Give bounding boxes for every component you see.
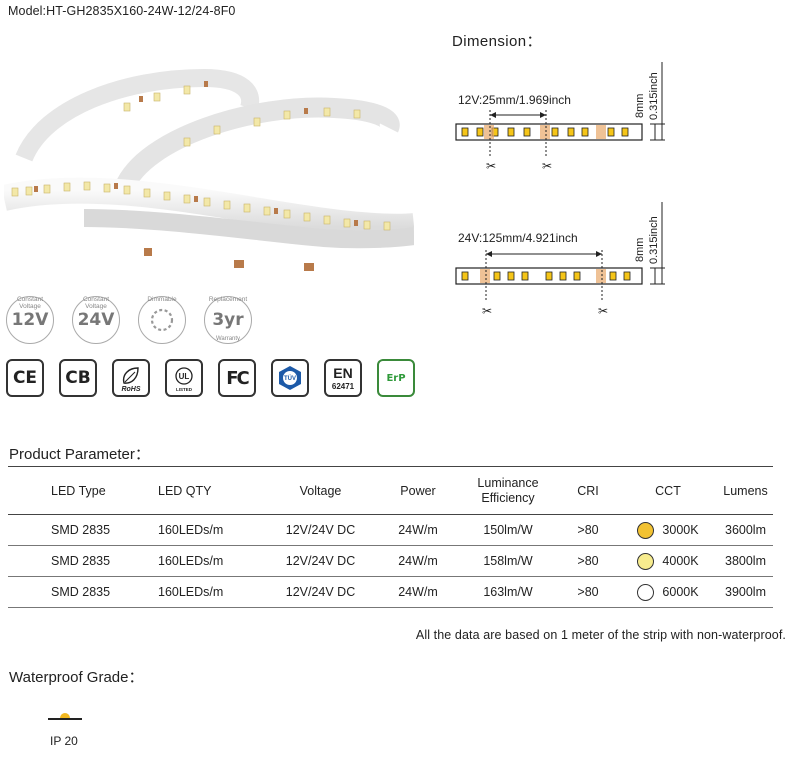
cell-led-qty: 160LEDs/m bbox=[158, 554, 224, 568]
width-inch-label: 0.315inch bbox=[648, 72, 660, 120]
badge-value: 24V bbox=[77, 310, 115, 330]
table-header-row: LED Type LED QTY Voltage Power Luminance… bbox=[8, 467, 773, 515]
header-lumens: Lumens bbox=[723, 483, 768, 498]
width-mm-label: 8mm bbox=[634, 94, 646, 118]
header-led-qty: LED QTY bbox=[158, 483, 212, 498]
cct-color-swatch bbox=[637, 552, 655, 570]
cell-efficiency: 163lm/W bbox=[483, 584, 533, 599]
badge-caption: Dimmable bbox=[147, 296, 177, 303]
cell-lumens: 3800lm bbox=[725, 554, 766, 568]
cell-led-qty: 160LEDs/m bbox=[158, 585, 224, 599]
parameter-table: LED Type LED QTY Voltage Power Luminance… bbox=[8, 467, 773, 608]
dimension-12v-drawing: 12V:25mm/1.969inch ✂ ✂ 8mm 0.315inch bbox=[455, 62, 665, 173]
cct-color-swatch bbox=[637, 583, 655, 601]
header-luminance-efficiency: Luminance Efficiency bbox=[458, 476, 558, 506]
cell-voltage: 12V/24V DC bbox=[285, 585, 356, 599]
warranty-badge: Replacement 3yr Warranty bbox=[204, 296, 252, 344]
en-62471-cert-icon: EN 62471 bbox=[324, 359, 362, 397]
ip-rating-label: IP 20 bbox=[50, 734, 78, 748]
badge-caption: Constant Voltage bbox=[82, 296, 110, 310]
dimmable-badge: Dimmable bbox=[138, 296, 186, 344]
header-led-type: LED Type bbox=[51, 483, 106, 498]
cell-cri: >80 bbox=[577, 554, 599, 568]
table-top-rule bbox=[8, 466, 773, 467]
product-parameter-title: Product Parameter： bbox=[9, 446, 150, 463]
cell-cct: 3000K bbox=[618, 521, 718, 539]
cct-value: 6000K bbox=[662, 585, 699, 599]
width-mm-label: 8mm bbox=[634, 238, 646, 262]
header-cct: CCT bbox=[655, 483, 681, 498]
cell-cri: >80 bbox=[577, 585, 599, 599]
cell-cct: 6000K bbox=[618, 583, 718, 601]
cell-led-type: SMD 2835 bbox=[51, 554, 111, 568]
data-footnote: All the data are based on 1 meter of the… bbox=[415, 628, 786, 642]
header-luminance-line1: Luminance bbox=[477, 475, 539, 490]
cell-cri: >80 bbox=[577, 523, 599, 537]
cell-voltage: 12V/24V DC bbox=[285, 523, 356, 537]
cct-value: 3000K bbox=[662, 523, 699, 537]
svg-text:RoHS: RoHS bbox=[121, 386, 140, 393]
waterproof-title: Waterproof Grade： bbox=[9, 669, 144, 686]
cct-value: 4000K bbox=[662, 554, 699, 568]
dimmer-dial-icon bbox=[150, 308, 174, 332]
cell-lumens: 3900lm bbox=[725, 585, 766, 599]
header-power: Power bbox=[400, 483, 436, 498]
svg-text:UL: UL bbox=[179, 372, 190, 381]
cell-power: 24W/m bbox=[398, 585, 438, 599]
constant-voltage-24v-badge: Constant Voltage 24V bbox=[72, 296, 120, 344]
cb-cert-icon: CB bbox=[59, 359, 97, 397]
table-row: SMD 2835 160LEDs/m 12V/24V DC 24W/m 150l… bbox=[8, 515, 773, 546]
badge-value: 12V bbox=[11, 310, 49, 330]
cell-power: 24W/m bbox=[398, 554, 438, 568]
dimension-24v-drawing: 24V:125mm/4.921inch ✂ ✂ 8mm 0.315inch bbox=[455, 202, 665, 318]
cct-color-swatch bbox=[637, 521, 655, 539]
table-row: SMD 2835 160LEDs/m 12V/24V DC 24W/m 163l… bbox=[8, 577, 773, 608]
svg-text:TÜV: TÜV bbox=[284, 375, 296, 382]
svg-text:✂: ✂ bbox=[542, 159, 552, 173]
ce-cert-icon: CE bbox=[6, 359, 44, 397]
cell-led-type: SMD 2835 bbox=[51, 523, 111, 537]
svg-text:✂: ✂ bbox=[482, 304, 492, 318]
constant-voltage-12v-badge: Constant Voltage 12V bbox=[6, 296, 54, 344]
header-voltage: Voltage bbox=[299, 483, 342, 498]
ul-cert-icon: UL LISTED bbox=[165, 359, 203, 397]
svg-text:LISTED: LISTED bbox=[176, 387, 193, 392]
ip20-icon bbox=[48, 713, 82, 720]
led-strip-photo bbox=[4, 68, 414, 271]
badge-caption: Constant Voltage bbox=[16, 296, 44, 310]
cell-power: 24W/m bbox=[398, 523, 438, 537]
cell-lumens: 3600lm bbox=[725, 523, 766, 537]
badge-caption: Replacement bbox=[208, 296, 248, 303]
cell-efficiency: 150lm/W bbox=[483, 522, 533, 537]
fcc-cert-icon: FC bbox=[218, 359, 256, 397]
header-cri: CRI bbox=[577, 483, 599, 498]
erp-cert-icon: ErP bbox=[377, 359, 415, 397]
svg-text:✂: ✂ bbox=[486, 159, 496, 173]
tuv-cert-icon: TÜV bbox=[271, 359, 309, 397]
dimension-title: Dimension： bbox=[452, 33, 542, 50]
cell-led-type: SMD 2835 bbox=[51, 585, 111, 599]
model-number: Model:HT-GH2835X160-24W-12/24-8F0 bbox=[8, 4, 236, 18]
header-luminance-line2: Efficiency bbox=[481, 490, 535, 505]
cell-cct: 4000K bbox=[618, 552, 718, 570]
badge-value: 3yr bbox=[212, 310, 244, 330]
rohs-cert-icon: RoHS bbox=[112, 359, 150, 397]
cell-voltage: 12V/24V DC bbox=[285, 554, 356, 568]
table-row: SMD 2835 160LEDs/m 12V/24V DC 24W/m 158l… bbox=[8, 546, 773, 577]
cell-efficiency: 158lm/W bbox=[483, 553, 533, 568]
cut-length-12v-label: 12V:25mm/1.969inch bbox=[458, 93, 571, 107]
cut-length-24v-label: 24V:125mm/4.921inch bbox=[458, 231, 578, 245]
badge-caption-bottom: Warranty bbox=[215, 336, 241, 342]
width-inch-label: 0.315inch bbox=[648, 216, 660, 264]
svg-text:✂: ✂ bbox=[598, 304, 608, 318]
cell-led-qty: 160LEDs/m bbox=[158, 523, 224, 537]
